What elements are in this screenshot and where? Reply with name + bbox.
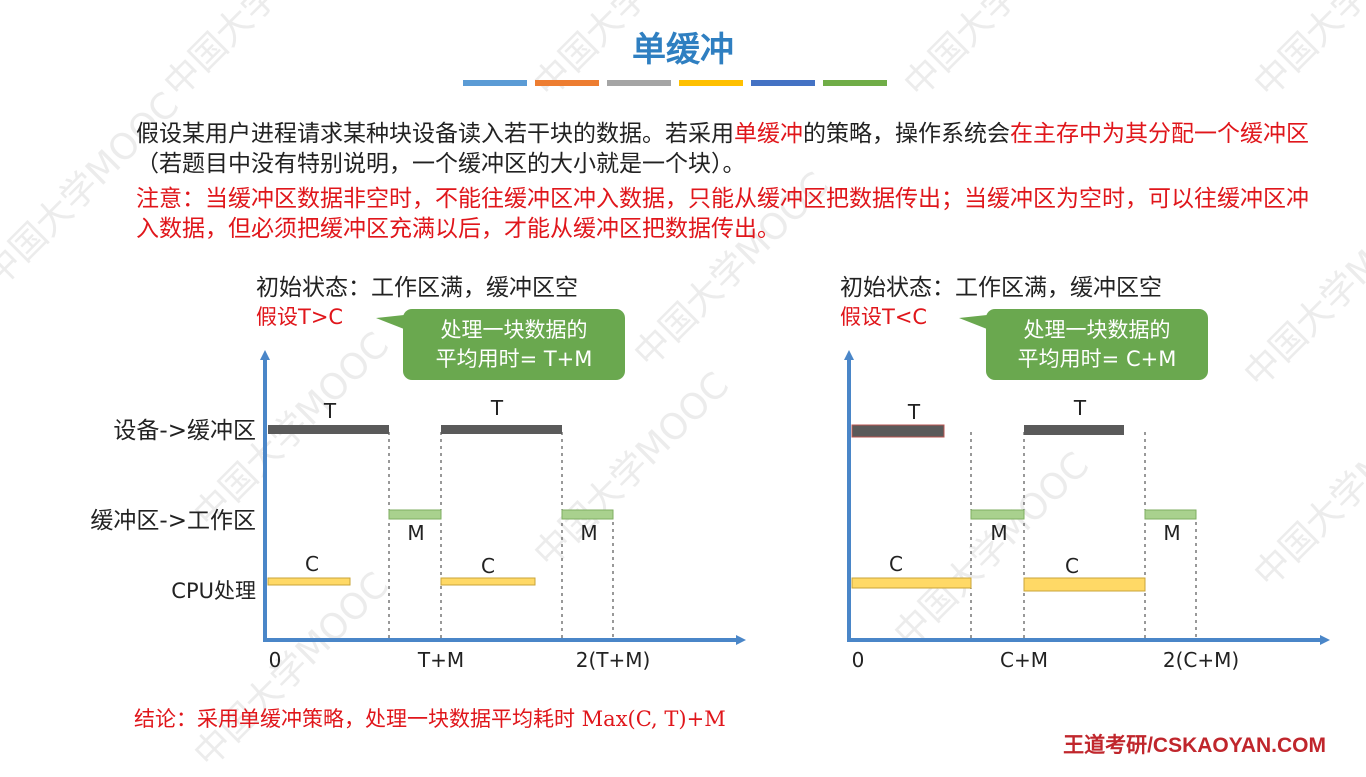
left-transfer-label-1: M (407, 521, 424, 545)
conclusion: 结论：采用单缓冲策略，处理一块数据平均耗时 Max(C, T)+M (134, 707, 726, 731)
row-label-cpu: CPU处理 (171, 579, 256, 603)
title-bar-1 (463, 80, 527, 86)
left-initial-state: 初始状态：工作区满，缓冲区空 (256, 275, 578, 301)
intro-highlight-single-buffer: 单缓冲 (734, 121, 803, 147)
right-transfer-bar-2 (1144, 509, 1197, 520)
title-bar-3 (607, 80, 671, 86)
left-cpu-label-1: C (305, 552, 319, 576)
left-device-bar-1 (268, 425, 389, 434)
title-color-bars (463, 80, 887, 86)
row-label-device-to-buffer: 设备->缓冲区 (113, 418, 256, 444)
right-callout (986, 309, 1208, 380)
left-callout-line2: 平均用时= T+M (436, 347, 593, 371)
right-callout-pointer (959, 315, 987, 329)
left-transfer-bar-1 (388, 509, 442, 520)
intro-highlight-allocate: 在主存中为其分配一个缓冲区 (1010, 121, 1309, 147)
title-bar-4 (679, 80, 743, 86)
right-transfer-label-2: M (1163, 521, 1180, 545)
left-callout (403, 309, 625, 380)
right-cpu-bar-1 (851, 577, 972, 589)
intro-paragraph: 假设某用户进程请求某种块设备读入若干块的数据。若采用单缓冲的策略，操作系统会在主… (136, 119, 1316, 179)
left-x-label-0: 0 (269, 648, 282, 672)
right-transfer-bar-1 (970, 509, 1025, 520)
right-x-label-1: C+M (1000, 648, 1048, 672)
right-device-label-2: T (1073, 396, 1087, 420)
right-callout-line1: 处理一块数据的 (1024, 318, 1171, 342)
right-cpu-label-1: C (889, 552, 903, 576)
left-cpu-label-2: C (481, 554, 495, 578)
diagram-left: 初始状态：工作区满，缓冲区空 假设T>C 处理一块数据的 平均用时= T+M T… (256, 275, 746, 672)
timing-diagrams: 设备->缓冲区 缓冲区->工作区 CPU处理 初始状态：工作区满，缓冲区空 假设… (90, 275, 1330, 672)
right-x-label-2: 2(C+M) (1163, 648, 1239, 672)
title-bar-2 (535, 80, 599, 86)
left-device-bar-2 (441, 425, 562, 434)
left-callout-pointer (376, 315, 404, 329)
left-x-label-1: T+M (417, 648, 464, 672)
row-label-buffer-to-work: 缓冲区->工作区 (90, 508, 256, 534)
left-transfer-label-2: M (580, 521, 597, 545)
left-transfer-bar-2 (561, 509, 614, 520)
left-assumption: 假设T>C (256, 305, 343, 329)
left-callout-line1: 处理一块数据的 (441, 318, 588, 342)
left-device-label-2: T (490, 396, 504, 420)
right-cpu-bar-2 (1023, 577, 1146, 592)
right-device-bar-2 (1024, 425, 1124, 435)
diagram-right: 初始状态：工作区满，缓冲区空 假设T<C 处理一块数据的 平均用时= C+M T… (840, 275, 1330, 672)
right-initial-state: 初始状态：工作区满，缓冲区空 (840, 275, 1162, 301)
left-device-label-1: T (323, 399, 337, 423)
left-cpu-bar-2 (440, 577, 536, 586)
right-device-label-1: T (907, 400, 921, 424)
intro-text-1: 假设某用户进程请求某种块设备读入若干块的数据。若采用 (136, 121, 734, 147)
right-transfer-label-1: M (990, 521, 1007, 545)
intro-text-3: （若题目中没有特别说明，一个缓冲区的大小就是一个块）。 (136, 151, 746, 177)
site-logo: 王道考研/CSKAOYAN.COM (1063, 734, 1326, 757)
slide-title: 单缓冲 (632, 30, 734, 70)
title-bar-6 (823, 80, 887, 86)
right-cpu-label-2: C (1065, 554, 1079, 578)
intro-text-2: 的策略，操作系统会 (803, 121, 1010, 147)
note-paragraph: 注意：当缓冲区数据非空时，不能往缓冲区冲入数据，只能从缓冲区把数据传出；当缓冲区… (136, 186, 1309, 242)
right-x-label-0: 0 (852, 648, 865, 672)
title-bar-5 (751, 80, 815, 86)
left-x-label-2: 2(T+M) (576, 648, 651, 672)
left-cpu-bar-1 (267, 577, 351, 586)
right-callout-line2: 平均用时= C+M (1018, 347, 1177, 371)
right-device-bar-1 (851, 424, 945, 438)
right-assumption: 假设T<C (840, 305, 927, 329)
